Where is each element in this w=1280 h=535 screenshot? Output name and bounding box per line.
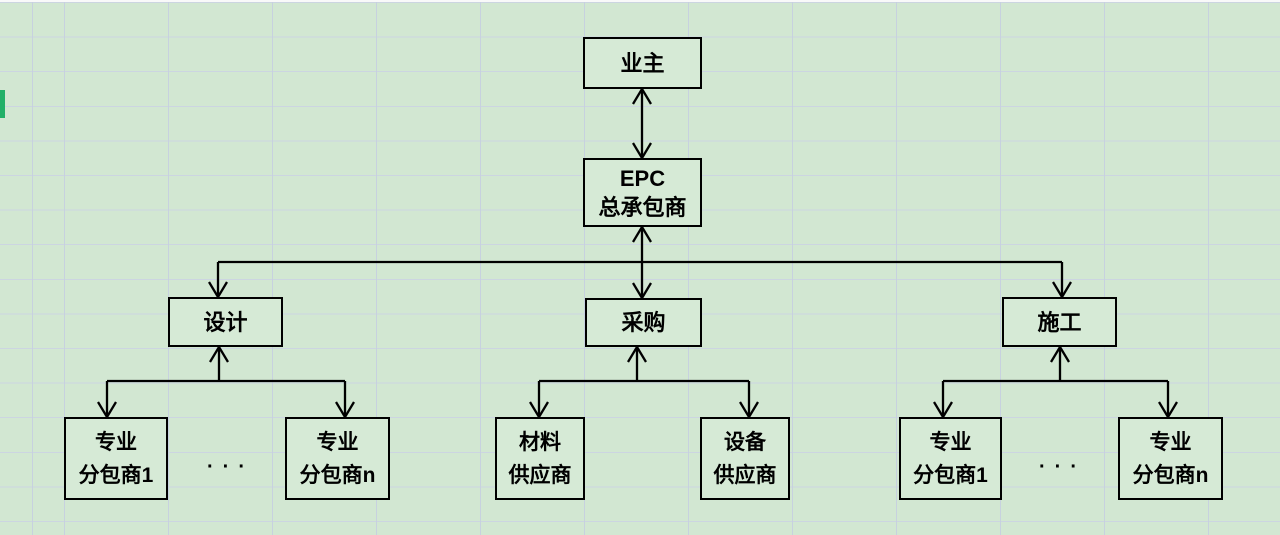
node-design-sub1-line2: 分包商1 [78,463,154,487]
node-design-sub1-line1: 专业 [95,430,137,454]
connector-owner-epc [632,86,652,161]
node-epc-line1: EPC [619,165,666,191]
node-construction-sub1-line2: 分包商1 [913,463,988,487]
node-owner[interactable]: 业主 [583,37,702,89]
top-edge-strip [0,0,1280,2]
connector-construction-branch [933,344,1178,420]
node-construction-label: 施工 [1037,309,1082,335]
node-design-subn-line1: 专业 [316,430,359,454]
connector-procurement-branch [529,344,759,420]
node-material-line1: 材料 [519,430,561,454]
connector-epc-procurement [632,224,652,301]
node-equipment-line2: 供应商 [713,463,777,487]
node-construction-subcontractor-n[interactable]: 专业 分包商n [1118,417,1223,500]
node-construction-sub1-line1: 专业 [929,430,972,454]
node-construction-subn-line1: 专业 [1149,430,1192,454]
node-epc-contractor[interactable]: EPC 总承包商 [583,158,702,227]
node-construction[interactable]: 施工 [1002,297,1117,347]
node-owner-label: 业主 [620,50,665,76]
node-design-label: 设计 [203,309,248,335]
ellipsis-construction-group: ··· [1039,455,1086,478]
node-construction-subcontractor-1[interactable]: 专业 分包商1 [899,417,1002,500]
connector-design-branch [97,344,355,420]
node-design-subcontractor-1[interactable]: 专业 分包商1 [64,417,168,500]
node-construction-subn-line2: 分包商n [1132,463,1209,487]
node-equipment-line1: 设备 [724,430,766,454]
node-design-subcontractor-n[interactable]: 专业 分包商n [285,417,390,500]
connector-main-bar [208,260,1072,300]
node-design-subn-line2: 分包商n [299,463,376,487]
ellipsis-design-group: ··· [207,455,254,478]
node-epc-line2: 总承包商 [598,194,687,220]
node-material-line2: 供应商 [508,463,572,487]
left-edge-green-mark [0,90,5,118]
node-procurement[interactable]: 采购 [585,298,702,347]
node-design[interactable]: 设计 [168,297,283,347]
node-procurement-label: 采购 [621,310,666,335]
node-material-supplier[interactable]: 材料 供应商 [495,417,585,500]
node-equipment-supplier[interactable]: 设备 供应商 [700,417,790,500]
